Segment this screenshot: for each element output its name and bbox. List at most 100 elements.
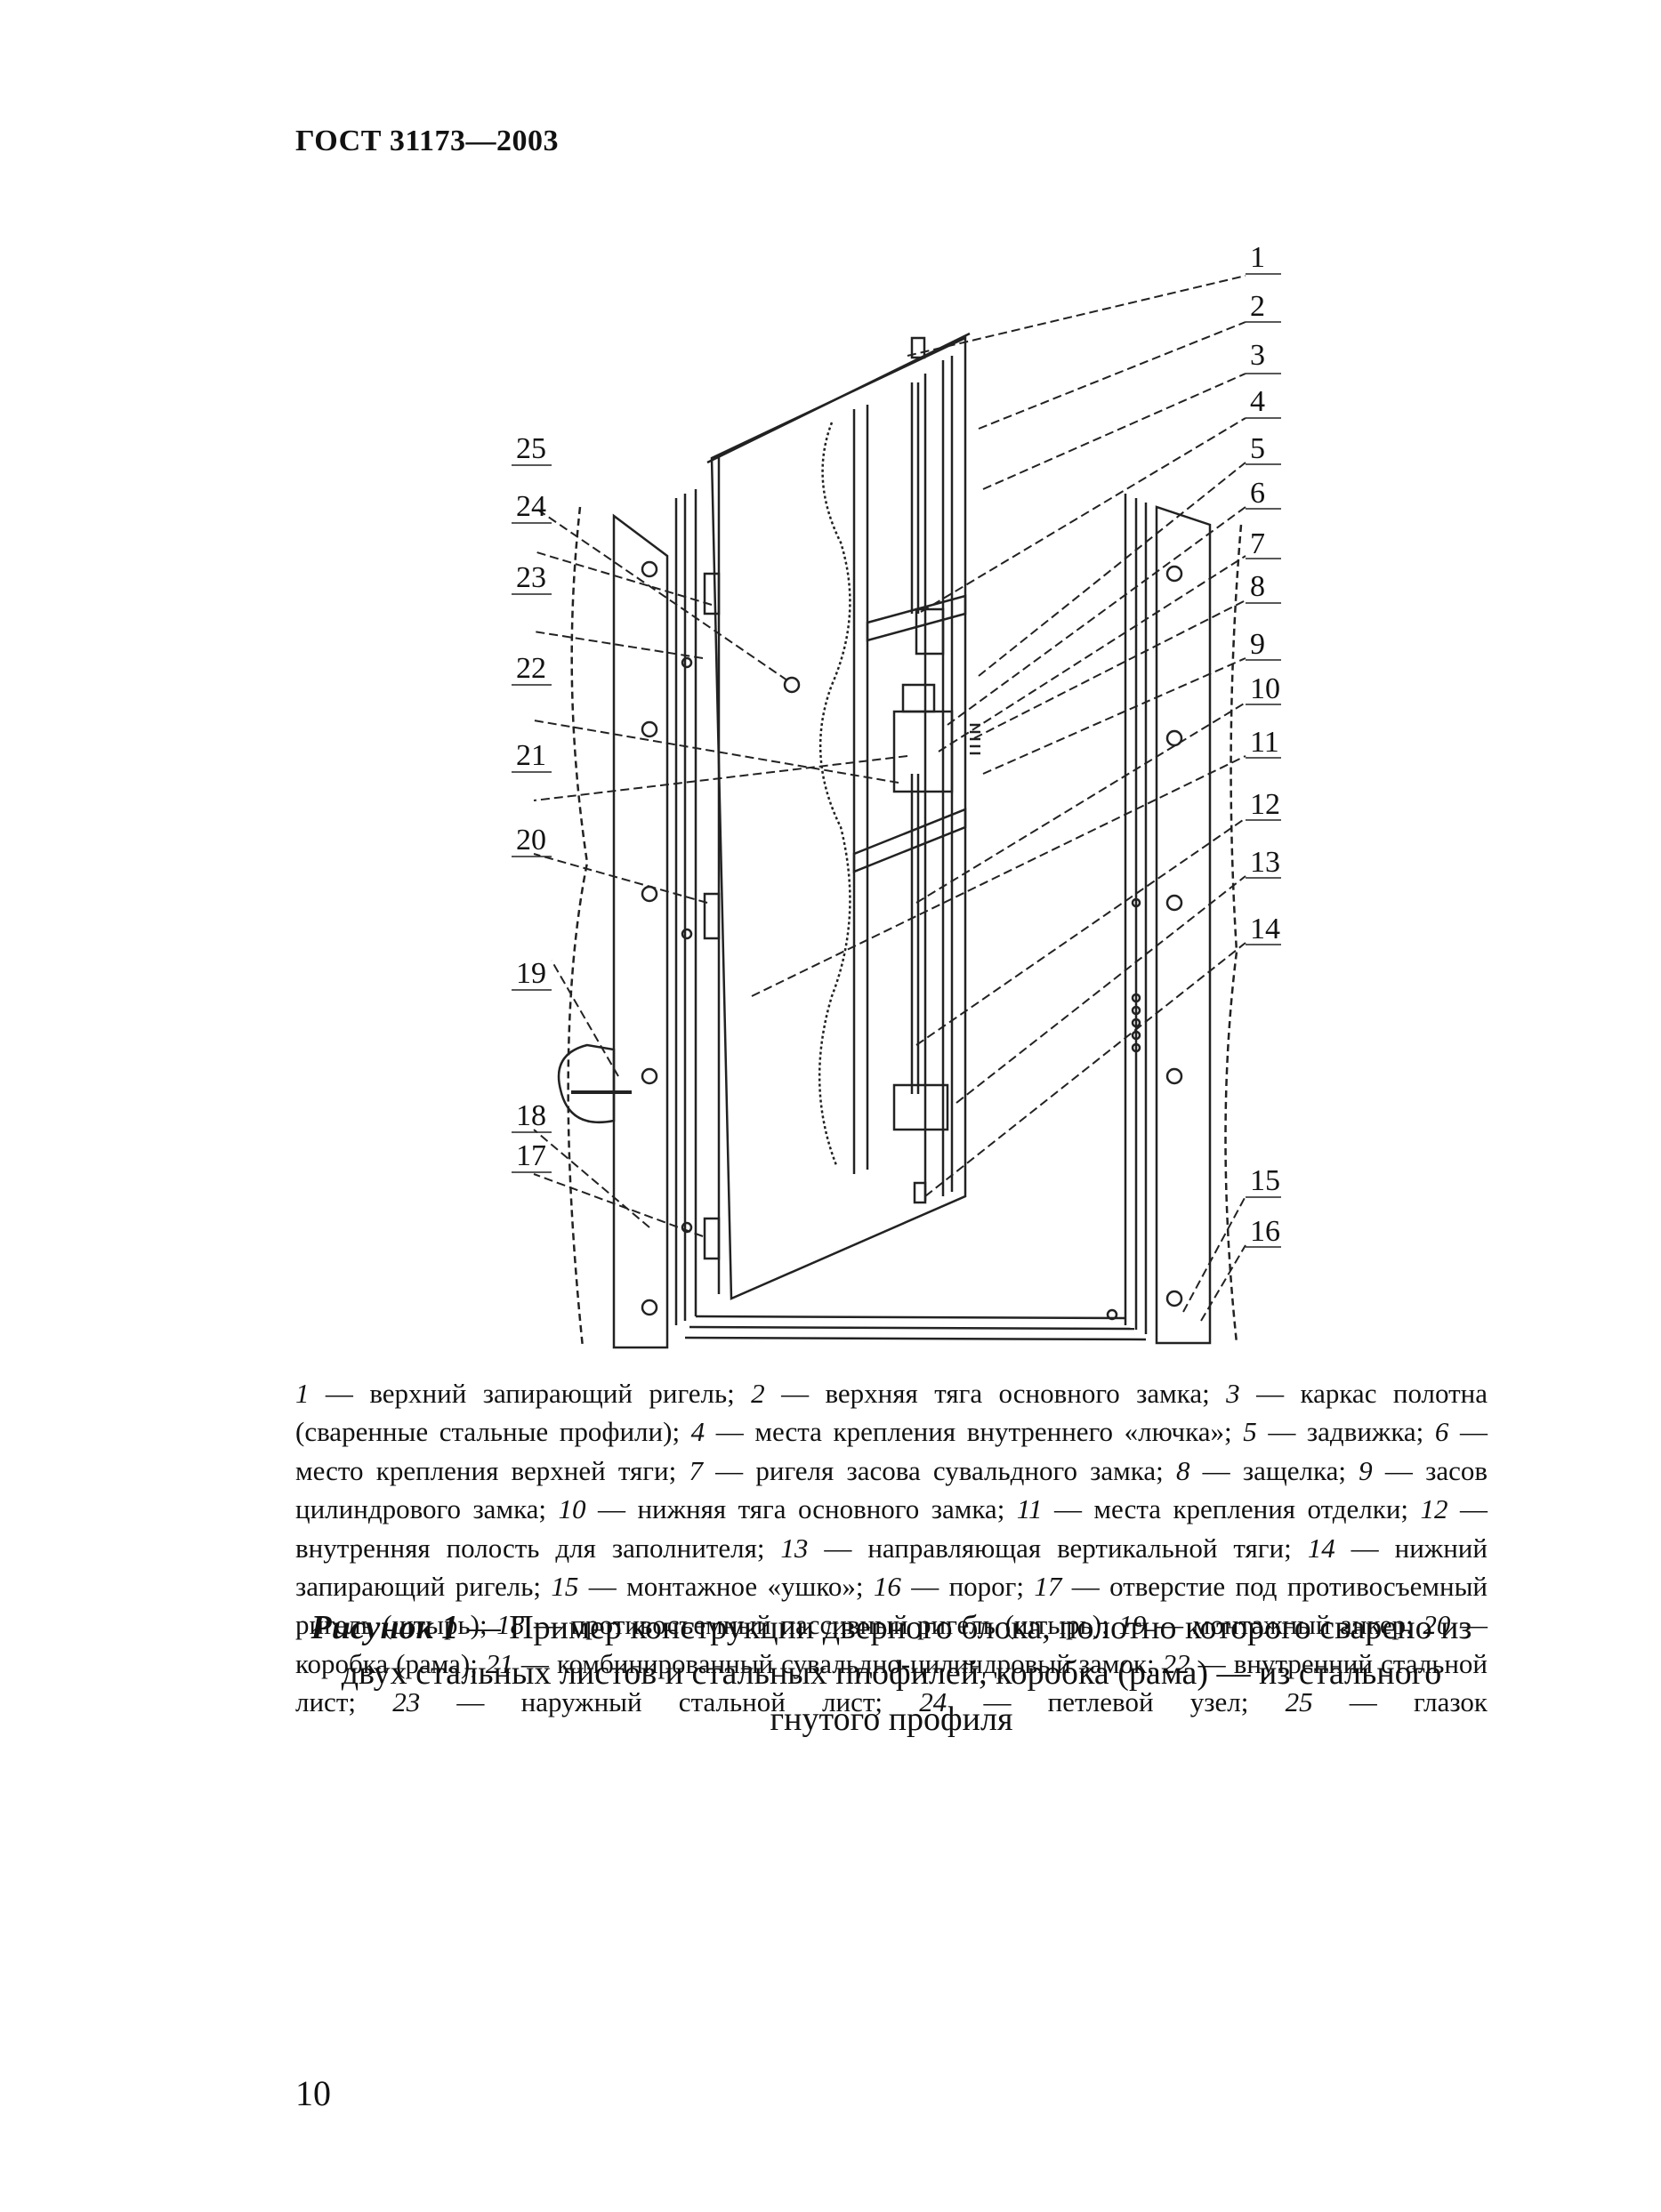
legend-item: 18 — противосъемный пассивный ригель (шт… xyxy=(496,1609,1118,1640)
legend-item: 16 — порог; xyxy=(874,1571,1035,1602)
legend-item-number: 2 xyxy=(751,1378,765,1409)
legend-item-text: — порог; xyxy=(900,1570,1035,1602)
legend-item-text: — наружный стальной лист; xyxy=(420,1686,920,1718)
legend-item-number: 23 xyxy=(392,1686,421,1718)
legend-item-text: — монтажное «ушко»; xyxy=(578,1570,874,1602)
callout-12: 12 xyxy=(1250,788,1280,821)
callout-22: 22 xyxy=(516,652,546,685)
callout-23: 23 xyxy=(516,561,546,594)
callout-3: 3 xyxy=(1250,339,1265,372)
legend-item: 11 — места крепления отделки; xyxy=(1017,1493,1421,1524)
callout-17: 17 xyxy=(516,1139,546,1172)
callout-9: 9 xyxy=(1250,628,1265,661)
legend-item-number: 5 xyxy=(1243,1416,1257,1448)
callout-19: 19 xyxy=(516,957,546,990)
callout-10: 10 xyxy=(1250,672,1280,705)
legend-item-number: 12 xyxy=(1420,1493,1448,1525)
callout-18: 18 xyxy=(516,1099,546,1132)
callout-24: 24 xyxy=(516,490,546,523)
callout-2: 2 xyxy=(1250,290,1265,323)
legend-item: 10 — нижняя тяга основного замка; xyxy=(559,1493,1017,1524)
callout-16: 16 xyxy=(1250,1215,1280,1248)
legend-item-number: 24 xyxy=(919,1686,947,1718)
legend-item-number: 10 xyxy=(558,1493,586,1525)
legend-item-text: — места крепления внутреннего «лючка»; xyxy=(705,1416,1244,1448)
figure-caption-text: — Пример конструкции дверного блока, пол… xyxy=(341,1609,1472,1738)
legend-item-text: — монтажный анкер; xyxy=(1146,1609,1423,1641)
legend-item-number: 19 xyxy=(1118,1609,1147,1641)
document-header: ГОСТ 31173—2003 xyxy=(295,125,560,157)
figure-caption: Рисунок 1 — Пример конструкции дверного … xyxy=(295,1605,1488,1742)
callout-15: 15 xyxy=(1250,1164,1280,1197)
legend-item-text: — каркас полотна (сваренные стальные про… xyxy=(295,1378,1488,1448)
legend-item-number: 22 xyxy=(1162,1647,1190,1679)
callout-4: 4 xyxy=(1250,385,1265,418)
legend-item: 15 — монтажное «ушко»; xyxy=(551,1571,873,1602)
legend-item: 24 — петлевой узел; xyxy=(919,1686,1285,1717)
legend-item: 23 — наружный стальной лист; xyxy=(392,1686,919,1717)
legend-item-text: — верхняя тяга основного замка; xyxy=(764,1378,1227,1409)
legend-item-text: — направляющая вертикальной тяги; xyxy=(808,1532,1308,1564)
legend-item-number: 8 xyxy=(1175,1454,1190,1486)
legend-item: 12 — внутренняя полость для заполнителя; xyxy=(295,1493,1488,1563)
legend-item: 2 — верхняя тяга основного замка; xyxy=(751,1378,1226,1409)
legend-item-number: 21 xyxy=(485,1647,513,1679)
legend-item-text: — защелка; xyxy=(1189,1454,1359,1486)
legend-item: 7 — ригеля засова сувальдного замка; xyxy=(689,1455,1176,1486)
legend-item: 25 — глазок xyxy=(1286,1686,1488,1717)
legend-item-text: — комбинированный сувальдно-цилиндровый … xyxy=(512,1647,1163,1679)
legend-item: 6 — место крепления верхней тяги; xyxy=(295,1416,1488,1485)
callout-14: 14 xyxy=(1250,913,1280,945)
legend-item-text: — нижний запирающий ригель; xyxy=(295,1532,1488,1602)
legend-item-text: — места крепления отделки; xyxy=(1042,1493,1421,1525)
legend-item: 13 — направляющая вертикальной тяги; xyxy=(780,1532,1307,1564)
figure-legend: 1 — верхний запирающий ригель; 2 — верхн… xyxy=(295,1374,1488,1722)
callout-25: 25 xyxy=(516,432,546,465)
legend-item: 9 — засов цилиндрового замка; xyxy=(295,1455,1488,1524)
door-block-drawing: 1 2 3 4 5 6 7 8 9 10 11 12 13 14 15 16 1… xyxy=(498,240,1334,1361)
legend-item: 20 — коробка (рама); xyxy=(295,1609,1488,1678)
legend-item-number: 15 xyxy=(551,1570,579,1602)
legend-item-text: — коробка (рама); xyxy=(295,1609,1488,1679)
callout-1: 1 xyxy=(1250,241,1265,274)
callout-21: 21 xyxy=(516,739,546,772)
callout-11: 11 xyxy=(1250,726,1279,759)
legend-item: 14 — нижний запирающий ригель; xyxy=(295,1532,1488,1602)
legend-item-text: — верхний запирающий ригель; xyxy=(309,1378,752,1409)
callout-5: 5 xyxy=(1250,432,1265,465)
callout-13: 13 xyxy=(1250,846,1280,879)
legend-item: 21 — комбинированный сувальдно-цилиндров… xyxy=(486,1648,1163,1679)
legend-item: 17 — отверстие под противосъемный ригель… xyxy=(295,1571,1488,1640)
legend-item-number: 18 xyxy=(496,1609,525,1641)
legend-item-number: 25 xyxy=(1285,1686,1313,1718)
legend-item-number: 6 xyxy=(1434,1416,1449,1448)
legend-item-text: — внутренний стальной лист; xyxy=(295,1647,1488,1718)
legend-item: 3 — каркас полотна (сваренные стальные п… xyxy=(295,1378,1488,1447)
legend-item-number: 7 xyxy=(689,1454,703,1486)
legend-item-number: 1 xyxy=(295,1378,310,1409)
legend-item-text: — внутренняя полость для заполнителя; xyxy=(295,1493,1488,1564)
legend-item-text: — петлевой узел; xyxy=(947,1686,1286,1718)
legend-item-text: — ригеля засова сувальдного замка; xyxy=(702,1454,1176,1486)
legend-item: 19 — монтажный анкер; xyxy=(1118,1609,1423,1640)
legend-item-text: — противосъемный пассивный ригель (штырь… xyxy=(524,1609,1119,1641)
legend-item-text: — нижняя тяга основного замка; xyxy=(585,1493,1017,1525)
legend-item-number: 13 xyxy=(780,1532,809,1564)
legend-item-text: — засов цилиндрового замка; xyxy=(295,1454,1488,1525)
legend-item-text: — задвижка; xyxy=(1256,1416,1435,1448)
legend-item: 22 — внутренний стальной лист; xyxy=(295,1648,1488,1717)
legend-item-number: 9 xyxy=(1359,1454,1373,1486)
callout-8: 8 xyxy=(1250,570,1265,603)
legend-item-number: 11 xyxy=(1016,1493,1043,1525)
page-number: 10 xyxy=(295,2073,331,2113)
legend-item-text: — отверстие под противосъемный ригель (ш… xyxy=(295,1570,1488,1641)
legend-item: 4 — места крепления внутреннего «лючка»; xyxy=(691,1416,1244,1447)
figure-label: Рисунок 1 xyxy=(310,1609,459,1646)
legend-item-number: 17 xyxy=(1034,1570,1062,1602)
legend-item: 5 — задвижка; xyxy=(1243,1416,1435,1447)
legend-item-number: 14 xyxy=(1307,1532,1335,1564)
legend-item: 8 — защелка; xyxy=(1176,1455,1359,1486)
callout-20: 20 xyxy=(516,824,546,857)
door-block-svg: 1 2 3 4 5 6 7 8 9 10 11 12 13 14 15 16 1… xyxy=(512,241,1281,1349)
callout-6: 6 xyxy=(1250,477,1265,510)
